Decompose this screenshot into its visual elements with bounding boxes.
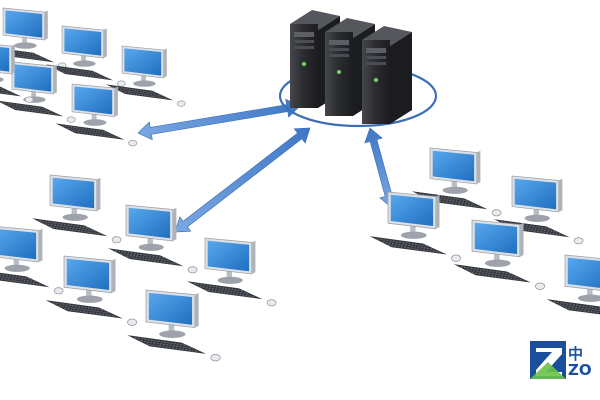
monitor-screen [128,207,171,239]
mouse-icon [451,254,462,262]
mouse-icon [187,266,198,274]
monitor [429,147,481,185]
mouse-icon [210,354,221,362]
server-tower [362,26,412,124]
monitor-screen [52,177,95,209]
keyboard [453,264,531,283]
mouse-icon [128,139,138,147]
keyboard [108,248,184,267]
monitor [0,44,15,75]
monitor [511,175,563,213]
monitor-screen [66,258,110,291]
workstation [108,204,198,274]
workstation [0,226,64,295]
monitor [0,226,43,263]
workstation [0,44,34,103]
bottom-left-group [0,174,277,362]
mouse-icon [176,100,186,107]
workstation [0,61,76,123]
monitor-screen [5,10,43,38]
workstation [127,289,221,362]
monitor [49,174,101,212]
arrow-bottom-left [174,127,311,233]
keyboard [45,300,123,319]
monitor [2,7,48,41]
monitor-screen [64,28,102,56]
keyboard [127,335,207,354]
monitor [471,219,524,258]
keyboard [32,218,108,237]
mouse-icon [24,96,34,103]
workstation [369,191,462,262]
mouse-icon [127,318,138,326]
mouse-icon [266,299,277,307]
keyboard [106,84,174,101]
monitor-screen [207,240,250,272]
workstation [46,25,126,87]
monitor-screen [474,222,518,255]
monitor-screen [390,194,434,227]
keyboard [369,236,447,255]
keyboard [546,299,600,315]
workstation [55,83,138,147]
monitor-screen [124,48,162,76]
workstation [0,7,67,69]
monitor [145,289,199,329]
mouse-icon [66,116,76,123]
workstation [45,255,138,326]
workstation [106,45,186,107]
arrow-top-left [137,98,301,141]
monitor-screen [0,47,10,72]
workstation [453,219,546,290]
workstation [187,237,277,307]
mouse-icon [53,287,64,295]
monitor [11,61,57,95]
monitor [63,255,116,294]
monitor [71,83,118,118]
monitor [61,25,107,59]
monitor [387,191,440,230]
keyboard [187,281,263,300]
workstation [546,254,600,315]
server-cluster [290,10,412,124]
keyboard [0,272,50,288]
zol-logo-icon [530,341,566,379]
monitor-screen [514,178,557,210]
workstation [32,174,122,244]
mouse-icon [573,237,584,245]
mouse-icon [535,282,546,290]
monitor-screen [567,257,600,288]
mouse-icon [491,209,502,217]
keyboard [412,191,488,210]
keyboard [0,86,22,97]
workstation [494,175,584,245]
mouse-icon [116,80,126,87]
monitor-screen [14,64,52,92]
workstation [412,147,502,217]
monitor-screen [74,86,113,115]
monitor-screen [0,229,37,260]
monitor [564,254,600,291]
keyboard [46,64,114,81]
right-group [369,147,600,315]
mouse-icon [111,236,122,244]
monitor [204,237,256,275]
connection-arrows [137,98,398,233]
workstation-groups [0,7,600,362]
keyboard [55,123,125,140]
monitor-screen [148,292,193,325]
keyboard [0,100,64,117]
monitor-screen [432,150,475,182]
monitor [121,45,167,79]
top-left-group [0,7,186,147]
monitor [125,204,177,242]
